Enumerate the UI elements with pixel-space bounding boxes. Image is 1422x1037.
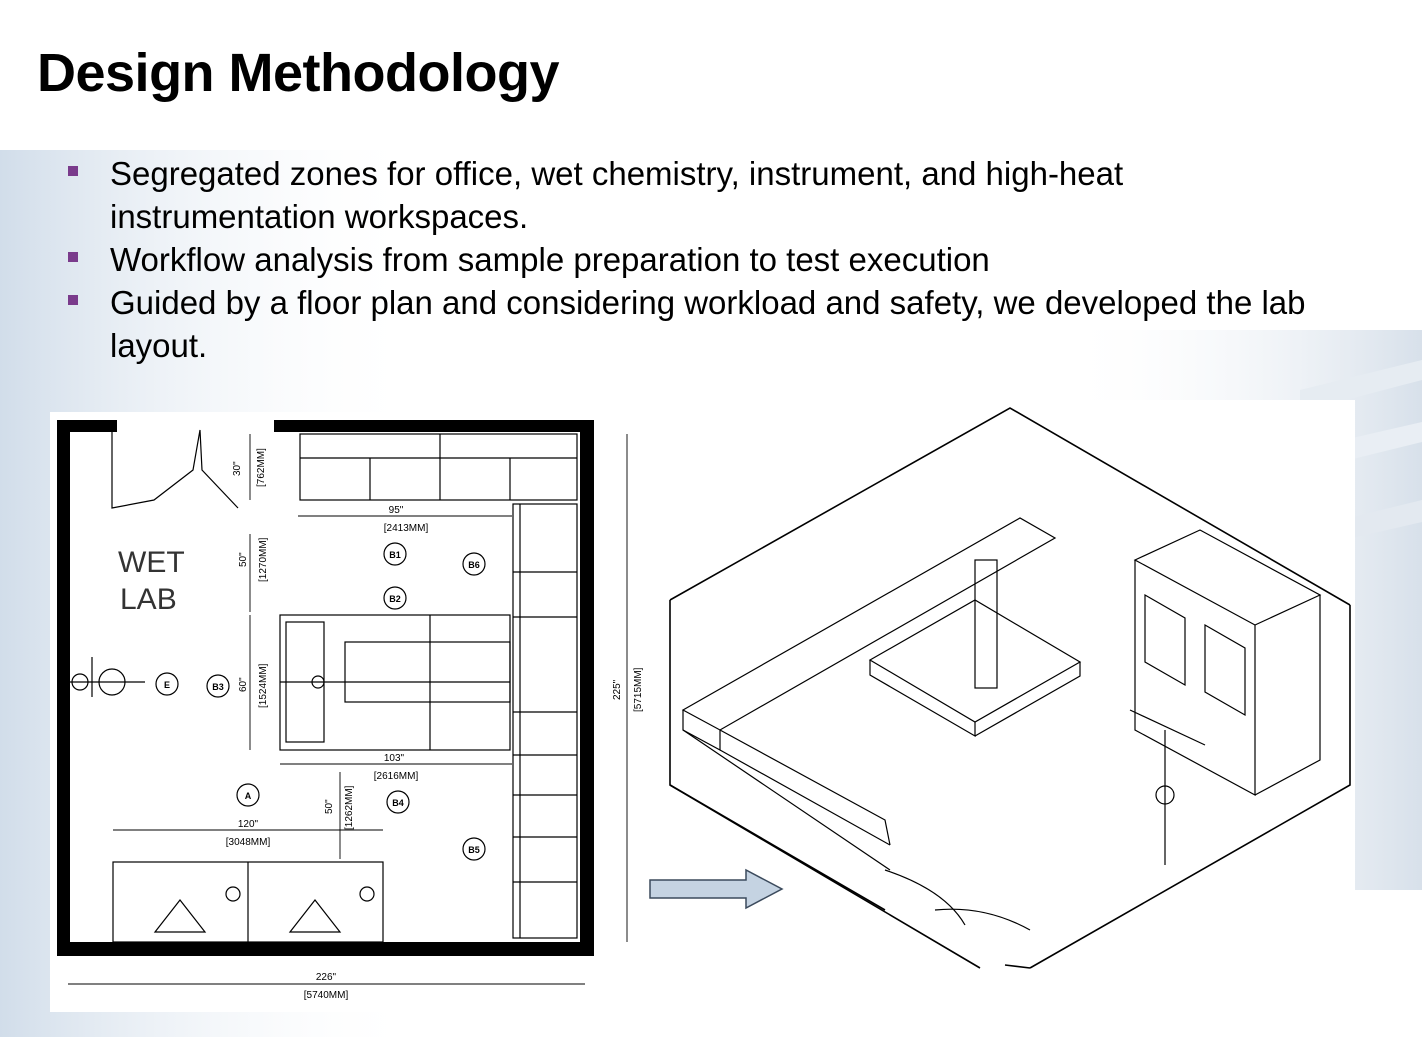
marker-e: E — [155, 672, 179, 696]
eyewash-station — [70, 657, 145, 697]
svg-text:30": 30" — [232, 461, 243, 476]
door-arc — [884, 869, 1031, 931]
room-label-line2: LAB — [120, 583, 177, 616]
bullet-list: Segregated zones for office, wet chemist… — [64, 152, 1354, 367]
svg-text:103": 103" — [384, 753, 405, 764]
svg-text:[762MM]: [762MM] — [256, 448, 267, 487]
room-label-line1: WET — [118, 546, 185, 579]
bullet-text: Workflow analysis from sample preparatio… — [110, 241, 990, 278]
marker-b3: B3 — [206, 674, 230, 698]
svg-text:[5740MM]: [5740MM] — [304, 990, 349, 1001]
svg-text:50": 50" — [324, 799, 335, 814]
room-outline — [669, 407, 1351, 969]
bullet-square-icon — [68, 252, 78, 262]
svg-text:A: A — [245, 791, 252, 801]
arrow-svg — [649, 868, 784, 910]
svg-text:[5715MM]: [5715MM] — [633, 667, 644, 712]
right-arrow-icon — [648, 868, 784, 910]
bullet-square-icon — [68, 295, 78, 305]
svg-text:50": 50" — [238, 552, 249, 567]
floor-plan-drawing: WET LAB — [50, 412, 650, 1012]
svg-text:[1524MM]: [1524MM] — [258, 663, 269, 708]
bullet-text: Segregated zones for office, wet chemist… — [110, 155, 1124, 235]
marker-b2: B2 — [383, 586, 407, 610]
door-swing — [111, 429, 239, 509]
hood-bench — [112, 861, 384, 943]
floor-plan-svg: WET LAB — [50, 412, 650, 1012]
wall-bench-right — [512, 503, 578, 939]
svg-text:B1: B1 — [389, 550, 401, 560]
marker-b6: B6 — [462, 552, 486, 576]
bullet-item: Segregated zones for office, wet chemist… — [64, 152, 1354, 238]
marker-b1: B1 — [383, 542, 407, 566]
svg-text:[1270MM]: [1270MM] — [258, 537, 269, 582]
marker-a: A — [236, 783, 260, 807]
svg-text:[2413MM]: [2413MM] — [384, 523, 429, 534]
equipment-markers: B1 B2 B3 B4 B5 B6 E A — [155, 542, 486, 861]
svg-text:B6: B6 — [468, 560, 480, 570]
marker-b4: B4 — [386, 790, 410, 814]
svg-text:95": 95" — [389, 505, 404, 516]
wall-bench-top — [299, 433, 578, 501]
svg-text:[2616MM]: [2616MM] — [374, 771, 419, 782]
svg-text:120": 120" — [238, 819, 259, 830]
center-bench — [868, 559, 1082, 738]
bullet-item: Workflow analysis from sample preparatio… — [64, 238, 1354, 281]
bullet-text: Guided by a floor plan and considering w… — [110, 284, 1306, 364]
svg-text:E: E — [164, 680, 170, 690]
safety-shower — [1129, 709, 1206, 865]
svg-text:[1262MM]: [1262MM] — [344, 785, 355, 830]
svg-text:B2: B2 — [389, 594, 401, 604]
perimeter-bench — [681, 517, 1057, 871]
svg-text:226": 226" — [316, 972, 337, 983]
dimension-labels: 30" [762MM] 95" [2413MM] 50" [1270MM] 60… — [226, 448, 644, 1001]
svg-text:B5: B5 — [468, 845, 480, 855]
room-label: WET LAB — [118, 546, 185, 616]
dimension-lines — [68, 434, 628, 985]
svg-text:[3048MM]: [3048MM] — [226, 837, 271, 848]
svg-text:225": 225" — [612, 679, 623, 700]
fume-hoods — [1133, 529, 1322, 797]
slide-title: Design Methodology — [37, 43, 559, 103]
center-island — [279, 614, 511, 751]
svg-text:60": 60" — [238, 677, 249, 692]
room-walls — [57, 420, 594, 956]
bullet-square-icon — [68, 166, 78, 176]
marker-b5: B5 — [462, 837, 486, 861]
svg-text:B3: B3 — [212, 682, 224, 692]
bullet-item: Guided by a floor plan and considering w… — [64, 281, 1354, 367]
svg-text:B4: B4 — [392, 798, 404, 808]
